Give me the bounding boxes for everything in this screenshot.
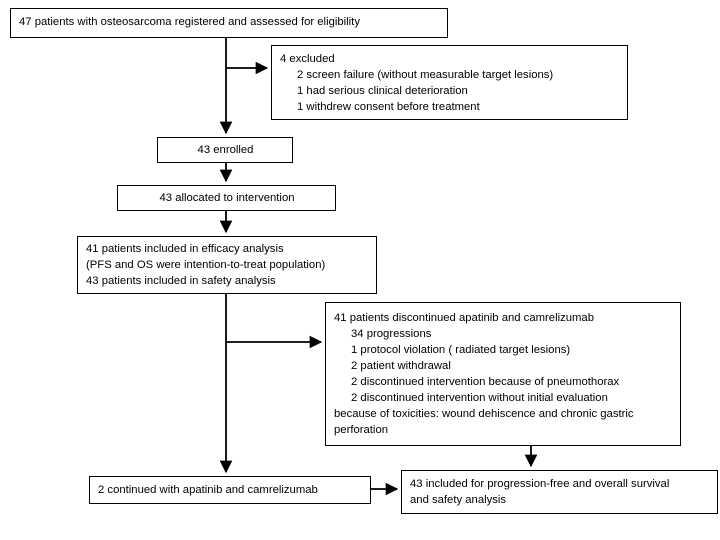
node-included-survival-analysis: 43 included for progression-free and ove… bbox=[401, 470, 718, 514]
node-excluded-item-2: 1 had serious clinical deterioration bbox=[297, 85, 468, 98]
node-allocated-text: 43 allocated to intervention bbox=[159, 192, 295, 204]
node-included-line-1: 43 included for progression-free and ove… bbox=[410, 478, 670, 490]
node-excluded: 4 excluded 2 screen failure (without mea… bbox=[271, 45, 628, 120]
node-excluded-item-3: 1 withdrew consent before treatment bbox=[297, 101, 480, 114]
node-efficacy-line-3: 43 patients included in safety analysis bbox=[86, 275, 276, 288]
node-discontinued-body: 41 patients discontinued apatinib and ca… bbox=[326, 303, 680, 441]
node-discontinued-footnote: because of toxicities: wound dehiscence … bbox=[334, 408, 634, 437]
node-efficacy-safety-analysis: 41 patients included in efficacy analysi… bbox=[77, 236, 377, 294]
node-registered-body: 47 patients with osteosarcoma registered… bbox=[11, 9, 447, 33]
node-efficacy-line-2: (PFS and OS were intention-to-treat popu… bbox=[86, 259, 326, 272]
node-efficacy-line-1: 41 patients included in efficacy analysi… bbox=[86, 243, 284, 255]
node-continued-text: 2 continued with apatinib and camrelizum… bbox=[98, 484, 318, 496]
node-discontinued-treatment: 41 patients discontinued apatinib and ca… bbox=[325, 302, 681, 446]
node-included-line-2: and safety analysis bbox=[410, 494, 507, 507]
node-registered-assessed: 47 patients with osteosarcoma registered… bbox=[10, 8, 448, 38]
node-allocated-body: 43 allocated to intervention bbox=[118, 186, 335, 209]
node-enrolled-text: 43 enrolled bbox=[197, 144, 254, 156]
node-efficacy-body: 41 patients included in efficacy analysi… bbox=[78, 237, 376, 292]
node-enrolled-body: 43 enrolled bbox=[158, 138, 292, 161]
node-discontinued-item-5: 2 discontinued intervention without init… bbox=[351, 392, 608, 405]
node-enrolled: 43 enrolled bbox=[157, 137, 293, 163]
node-discontinued-item-1: 34 progressions bbox=[351, 328, 432, 341]
node-continued-body: 2 continued with apatinib and camrelizum… bbox=[90, 477, 370, 501]
node-discontinued-item-2: 1 protocol violation ( radiated target l… bbox=[351, 344, 571, 357]
node-included-body: 43 included for progression-free and ove… bbox=[402, 471, 717, 511]
node-excluded-heading: 4 excluded bbox=[280, 53, 335, 65]
node-registered-text: 47 patients with osteosarcoma registered… bbox=[19, 16, 360, 28]
node-discontinued-item-4: 2 discontinued intervention because of p… bbox=[351, 376, 620, 389]
node-allocated-to-intervention: 43 allocated to intervention bbox=[117, 185, 336, 211]
node-continued-treatment: 2 continued with apatinib and camrelizum… bbox=[89, 476, 371, 504]
node-excluded-body: 4 excluded 2 screen failure (without mea… bbox=[272, 46, 627, 118]
node-discontinued-item-3: 2 patient withdrawal bbox=[351, 360, 451, 373]
node-excluded-item-1: 2 screen failure (without measurable tar… bbox=[297, 69, 554, 82]
node-discontinued-heading: 41 patients discontinued apatinib and ca… bbox=[334, 312, 594, 324]
